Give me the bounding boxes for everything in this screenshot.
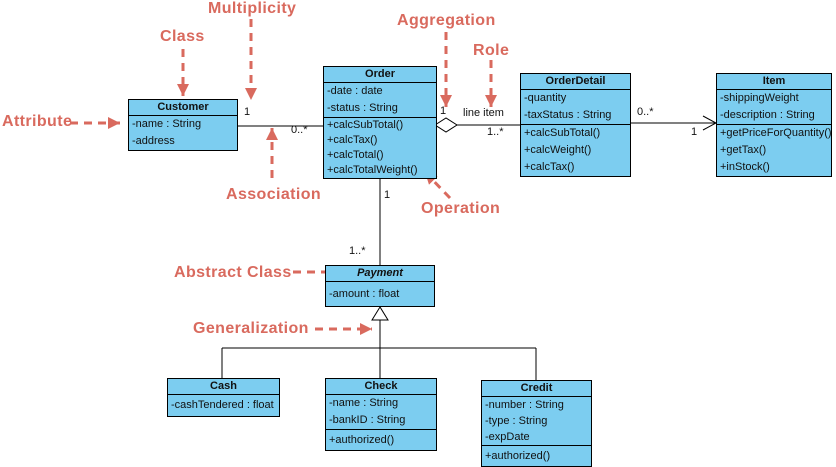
generalization-triangle-icon [371,306,389,321]
attribute-row: -shippingWeight [720,92,799,104]
annotation-association: Association [226,186,322,203]
annotation-operation: Operation [421,200,501,217]
attribute-row: -number : String [485,399,564,411]
class-item: Item -shippingWeight -description : Stri… [716,73,832,177]
attribute-row: -name : String [329,397,399,409]
annotation-role: Role [473,42,510,59]
multiplicity-customer-end: 1 [244,106,251,118]
attribute-row: -date : date [327,85,383,97]
operation-row: +getPriceForQuantity() [720,127,831,139]
operation-row: +calcTax() [524,161,575,173]
multiplicity-aggregate-end: 1 [440,105,447,117]
class-order-title: Order [365,68,395,80]
operation-row: +inStock() [720,161,770,173]
aggregation-diamond-icon [434,117,458,133]
attribute-row: -expDate [485,431,530,443]
class-credit-title: Credit [520,382,553,394]
attribute-row: -type : String [485,415,548,427]
class-cash: Cash -cashTendered : float [167,378,280,417]
class-customer: Customer -name : String -address [128,99,238,151]
role-label: line item [463,107,504,119]
class-customer-title: Customer [157,101,209,113]
operation-row: +getTax() [720,144,767,156]
class-orderdetail: OrderDetail -quantity -taxStatus : Strin… [520,73,631,177]
annotation-generalization: Generalization [193,320,309,337]
operation-row: +authorized() [329,434,395,446]
attribute-row: -amount : float [329,288,400,300]
operation-row: +calcTax() [327,134,378,146]
annotation-aggregation: Aggregation [397,12,496,29]
attribute-row: -cashTendered : float [171,399,274,411]
class-payment: Payment -amount : float [325,265,435,307]
operation-row: +calcSubTotal() [524,127,601,139]
class-order: Order -date : date -status : String +cal… [323,66,437,179]
attribute-row: -description : String [720,109,815,121]
operation-row: +calcSubTotal() [327,119,404,131]
annotation-multiplicity: Multiplicity [208,0,297,17]
class-orderdetail-title: OrderDetail [545,75,606,87]
annotation-abstract-class: Abstract Class [174,264,292,281]
operation-row: +authorized() [485,450,551,462]
attribute-row: -bankID : String [329,414,406,426]
attribute-row: -quantity [524,92,567,104]
annotation-class: Class [160,28,205,45]
class-cash-title: Cash [210,380,237,392]
attribute-row: -status : String [327,102,398,114]
class-payment-title: Payment [357,267,403,279]
multiplicity-order-end: 0..* [291,124,308,136]
operation-row: +calcTotalWeight() [327,164,418,176]
multiplicity-detail-end: 1..* [487,126,504,138]
attribute-row: -name : String [132,118,202,130]
annotation-attribute: Attribute [2,113,73,130]
multiplicity-detail-item-end: 0..* [637,106,654,118]
multiplicity-order-payment-end: 1 [384,189,391,201]
class-check: Check -name : String -bankID : String +a… [325,378,437,451]
operation-row: +calcWeight() [524,144,592,156]
multiplicity-item-end: 1 [691,126,698,138]
operation-row: +calcTotal() [327,149,384,161]
class-credit: Credit -number : String -type : String -… [481,380,592,467]
class-item-title: Item [762,75,786,87]
attribute-row: -address [132,135,175,147]
multiplicity-payment-end: 1..* [349,245,366,257]
attribute-row: -taxStatus : String [524,109,612,121]
class-check-title: Check [364,380,398,392]
